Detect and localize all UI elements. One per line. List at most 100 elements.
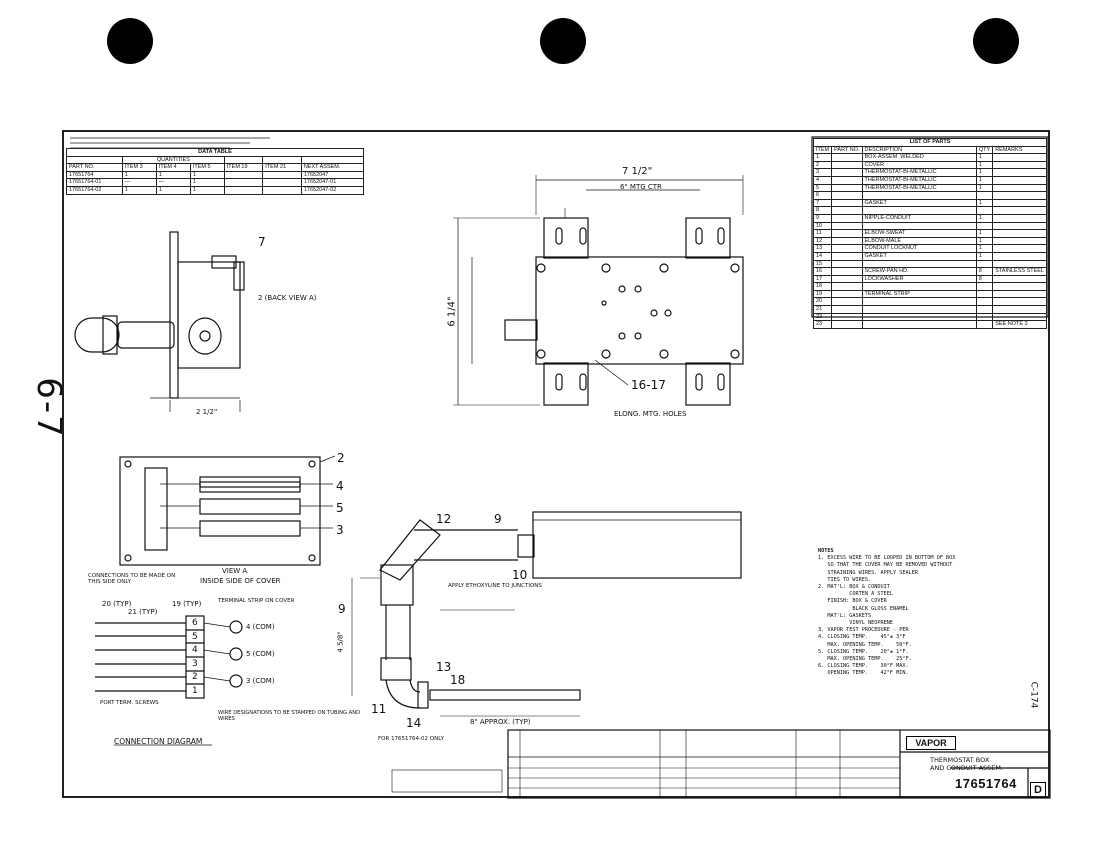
parts-list-cell: 17 (812, 274, 833, 284)
parts-list-cell: LOCKWASHER (861, 274, 977, 284)
parts-list-cell: 8 (812, 206, 833, 215)
notes-title: NOTES (818, 548, 834, 554)
drawing-size: D (1030, 782, 1046, 798)
note-line: MAX. OPENING TEMP. 25°F. (818, 656, 912, 663)
parts-list-cell (992, 183, 1047, 193)
parts-list-cell (861, 297, 977, 307)
notes-block: NOTES 1. EXCESS WIRE TO BE LOOPED IN BOT… (818, 548, 1018, 678)
parts-list-cell (975, 221, 994, 231)
note-line: 5. CLOSING TEMP. 20°± 1°F. (818, 648, 909, 655)
parts-list-cell (831, 213, 863, 223)
callout-7: 7 (258, 235, 266, 249)
port-screws-label: PORT TERM. SCREWS (100, 700, 159, 706)
typ-label-21: 21 (TYP) (128, 608, 158, 616)
header-cell: PART NO. (831, 145, 863, 155)
drawing-number: 17651764 (955, 776, 1017, 791)
parts-list-cell (992, 259, 1047, 269)
parts-list-cell (992, 206, 1047, 215)
parts-list-cell (992, 198, 1047, 208)
parts-list-cell: NIPPLE-CONDUIT (861, 213, 977, 223)
parts-list-cell (831, 175, 863, 185)
parts-list-cell (831, 244, 863, 253)
callout-9-left: 9 (338, 602, 346, 616)
parts-list-cell (831, 206, 863, 215)
parts-list-cell: 23 (812, 320, 833, 329)
dim-height: 6 1/4" (446, 296, 458, 327)
table-cell (223, 185, 264, 195)
parts-list-cell (831, 320, 863, 329)
parts-list-cell: 21 (812, 305, 833, 314)
table-cell: 17651764 (66, 170, 123, 180)
parts-list-cell (975, 320, 994, 329)
parts-list-cell: 1 (975, 168, 994, 177)
parts-list-cell: 15 (812, 259, 833, 269)
table-cell: 17651764-02 (66, 185, 123, 195)
header-cell: ITEM 4 (155, 163, 191, 172)
header-cell: DESCRIPTION (861, 145, 977, 155)
callout-16-17: 16-17 (631, 378, 666, 392)
title-line-1: THERMOSTAT BOX (930, 756, 990, 764)
parts-list-cell (831, 221, 863, 231)
parts-list-cell: 1 (975, 153, 994, 162)
table-cell: 17651764-01 (66, 178, 123, 187)
parts-list-cell: CONDUIT LOCKNUT (861, 244, 977, 253)
header-cell: ITEM 3 (121, 163, 157, 172)
parts-list-cell (992, 221, 1047, 231)
parts-list-cell (831, 282, 863, 291)
header-cell: ITEM 21 (262, 163, 302, 172)
table-cell: 1 (189, 178, 225, 187)
parts-list-cell (992, 213, 1047, 223)
parts-list-cell: 1 (975, 198, 994, 208)
table-cell: 1 (155, 185, 191, 195)
parts-list-cell (831, 274, 863, 284)
parts-list-cell (831, 251, 863, 261)
parts-list-cell: 1 (975, 160, 994, 170)
punch-hole-center (540, 18, 586, 64)
parts-list-cell: THERMOSTAT-BI-METALLIC (861, 175, 977, 185)
table-cell (223, 178, 264, 187)
parts-list-cell (992, 168, 1047, 177)
parts-list-cell: SCREW-PAN HD. (861, 267, 977, 276)
parts-list-cell (861, 282, 977, 291)
typ-label-19: 19 (TYP) (172, 600, 202, 608)
parts-list-cell (831, 267, 863, 276)
parts-list-cell (992, 282, 1047, 291)
drawing-sheet (62, 130, 1050, 798)
parts-list-cell (861, 206, 977, 215)
terminal-label-5com: 5 (COM) (246, 650, 275, 658)
callout-10: 10 (512, 568, 528, 582)
note-line: BLACK GLOSS ENAMEL (818, 605, 909, 612)
callout-2: 2 (337, 451, 345, 465)
dim-hole-center: 6" MTG CTR (620, 183, 662, 191)
parts-list-cell (831, 168, 863, 177)
header-cell: ITEM 5 (189, 163, 225, 172)
parts-list-cell: 12 (812, 236, 833, 246)
parts-list-cell (861, 312, 977, 322)
parts-list-cell: 1 (975, 229, 994, 238)
dim-bottom: 8" APPROX. (TYP) (470, 718, 531, 726)
header-cell: NEXT ASSEM. (300, 163, 365, 172)
parts-list-cell: GASKET (861, 251, 977, 261)
callout-11: 11 (371, 702, 387, 716)
parts-list-cell (831, 312, 863, 322)
parts-list-cell (831, 153, 863, 162)
back-view-label: 2 (BACK VIEW A) (258, 294, 317, 302)
parts-list-cell (992, 289, 1047, 299)
parts-list-cell: BOX-ASSEM. WELDED (861, 153, 977, 162)
parts-list-cell (992, 191, 1047, 200)
parts-list-cell (975, 259, 994, 269)
table-cell: — (121, 178, 157, 187)
parts-list-cell (831, 297, 863, 307)
parts-list-cell (861, 221, 977, 231)
parts-list-cell (992, 229, 1047, 238)
typ-label-20: 20 (TYP) (102, 600, 132, 608)
